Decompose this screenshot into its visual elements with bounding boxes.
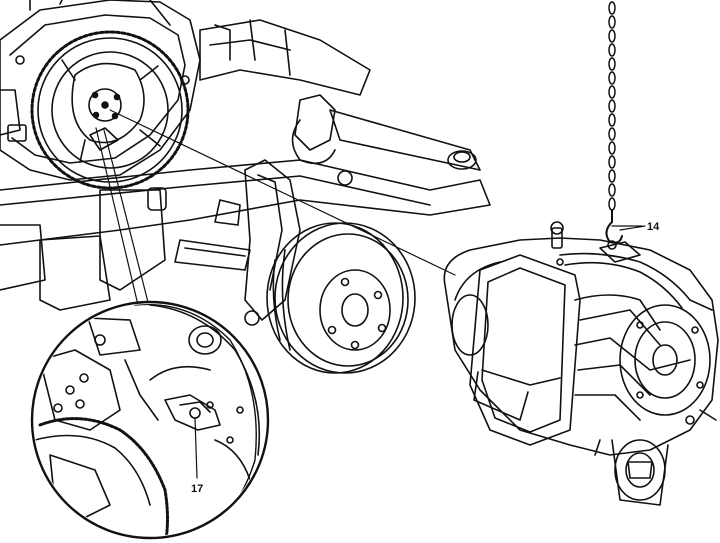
detail-inset	[30, 300, 270, 540]
flywheel	[30, 30, 190, 190]
brake-rotor	[266, 222, 416, 374]
valve-body-cover	[469, 254, 581, 446]
callout-14: 14	[647, 221, 660, 233]
subframe	[0, 19, 491, 311]
transmission	[443, 221, 719, 506]
callout-14-leader	[619, 225, 646, 231]
engine-block	[0, 0, 201, 181]
callout-17-leader	[194, 417, 198, 479]
steering-knuckle	[174, 159, 301, 326]
callout-17: 17	[191, 483, 203, 495]
leader-lines	[95, 109, 643, 311]
hoist-chain	[605, 1, 623, 244]
